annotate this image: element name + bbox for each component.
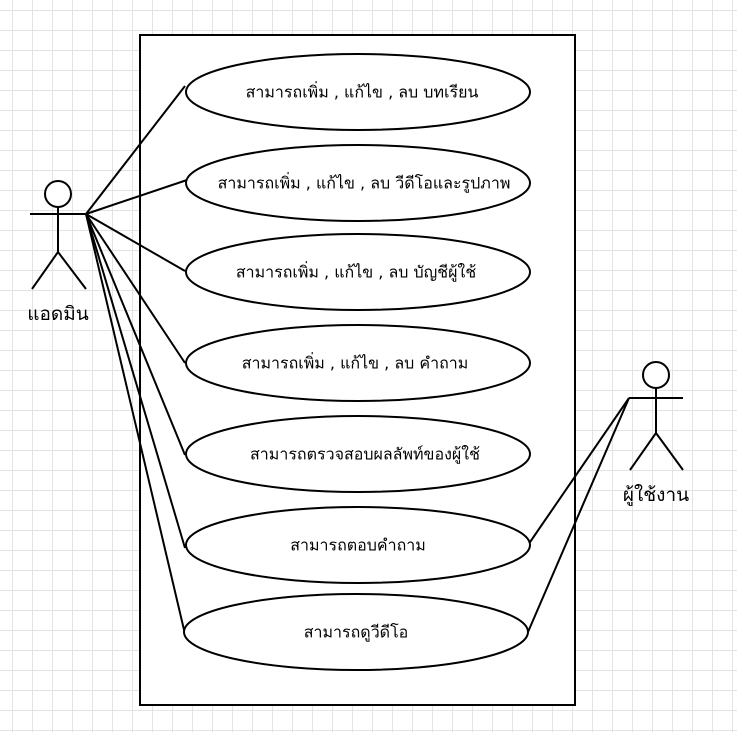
- actor-admin[interactable]: [30, 180, 87, 290]
- use-case-label: สามารถตอบคำถาม: [290, 536, 426, 555]
- use-case-label: สามารถเพิ่ม , แก้ไข , ลบ บทเรียน: [246, 81, 479, 102]
- use-case-3[interactable]: สามารถเพิ่ม , แก้ไข , ลบ บัญชีผู้ใช้: [185, 233, 531, 311]
- use-case-ellipse: [185, 506, 531, 584]
- association-admin-uc4: [85, 213, 186, 364]
- actor-admin-label: แอดมิน: [27, 303, 89, 325]
- actor-head-icon: [44, 180, 72, 208]
- association-admin-uc6: [85, 213, 186, 549]
- association-admin-uc3: [85, 213, 186, 272]
- association-admin-uc5: [85, 213, 186, 456]
- user-associations: [527, 397, 630, 633]
- use-case-label: สามารถดูวีดีโอ: [304, 623, 409, 643]
- actor-user[interactable]: [629, 361, 684, 471]
- actor-user-label: ผู้ใช้งาน: [623, 484, 689, 506]
- use-case-label: สามารถเพิ่ม , แก้ไข , ลบ วีดีโอและรูปภาพ: [218, 172, 511, 194]
- actor-head-icon: [642, 361, 670, 389]
- actor-left-leg: [31, 251, 59, 290]
- use-case-label: สามารถเพิ่ม , แก้ไข , ลบ คำถาม: [242, 352, 469, 373]
- use-case-4[interactable]: สามารถเพิ่ม , แก้ไข , ลบ คำถาม: [185, 324, 531, 402]
- association-user-uc7: [527, 397, 630, 633]
- use-case-1[interactable]: สามารถเพิ่ม , แก้ไข , ลบ บทเรียน: [185, 53, 531, 131]
- use-case-ellipse: [185, 324, 531, 402]
- actor-right-leg: [655, 432, 684, 471]
- use-case-ellipse: [185, 415, 531, 493]
- use-case-ellipse: [185, 53, 531, 131]
- use-case-ellipse: [185, 144, 531, 222]
- association-admin-uc2: [85, 179, 188, 215]
- use-case-ellipse: [183, 593, 529, 671]
- use-case-5[interactable]: สามารถตรวจสอบผลลัพท์ของผู้ใช้: [185, 415, 531, 493]
- use-case-2[interactable]: สามารถเพิ่ม , แก้ไข , ลบ วีดีโอและรูปภาพ: [185, 144, 531, 222]
- use-case-7[interactable]: สามารถดูวีดีโอ: [183, 593, 529, 671]
- use-case-6[interactable]: สามารถตอบคำถาม: [185, 506, 531, 584]
- association-admin-uc7: [85, 213, 186, 635]
- actor-right-leg: [57, 251, 87, 290]
- association-user-uc6: [527, 397, 630, 546]
- use-case-ellipse: [185, 233, 531, 311]
- actor-left-leg: [629, 432, 657, 471]
- use-case-label: สามารถเพิ่ม , แก้ไข , ลบ บัญชีผู้ใช้: [236, 261, 477, 283]
- admin-associations: [85, 85, 188, 635]
- use-case-label: สามารถตรวจสอบผลลัพท์ของผู้ใช้: [250, 445, 480, 465]
- association-admin-uc1: [85, 85, 186, 215]
